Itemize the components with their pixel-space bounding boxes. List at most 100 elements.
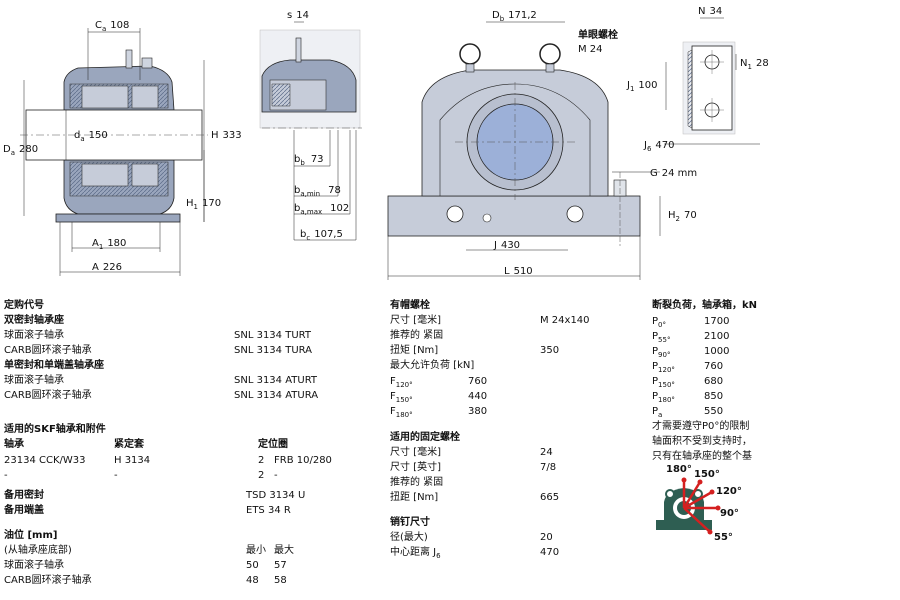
order-row-code: SNL 3134 TURA <box>234 345 313 356</box>
fix-size-mm-label: 尺寸 [毫米] <box>390 447 441 458</box>
angle-label: 55° <box>714 532 733 543</box>
breaking-load-sym: P120° <box>652 361 675 374</box>
max-load-label: 最大允许负荷 [kN] <box>390 360 475 371</box>
breaking-load-value: 760 <box>704 361 724 372</box>
oil-row-max: 57 <box>274 560 287 571</box>
note-line: 轴面积不受到支持时， <box>652 436 752 447</box>
skf-header-sleeve: 紧定套 <box>114 439 144 450</box>
oil-row-min: 50 <box>246 560 259 571</box>
skf-row-qty: 2 <box>258 470 265 481</box>
breaking-load-value: 1700 <box>704 316 730 327</box>
fix-recommended-label: 推荐的 紧固 <box>390 477 444 488</box>
order-row-code: SNL 3134 TURT <box>234 330 311 341</box>
size-label: 尺寸 [毫米] <box>390 315 441 326</box>
angle-label: 180° <box>666 464 692 475</box>
fix-size-in-value: 7/8 <box>540 462 557 473</box>
spare-seal-value: TSD 3134 U <box>246 490 306 501</box>
fix-torque-label: 扭距 [Nm] <box>390 492 439 503</box>
oil-row-label: CARB圆环滚子轴承 <box>4 575 92 586</box>
dowel-dia-label: 径(最大) <box>390 532 428 543</box>
order-row-code: SNL 3134 ATURA <box>234 390 319 401</box>
order-row-label: CARB圆环滚子轴承 <box>4 345 92 356</box>
breaking-load-value: 680 <box>704 376 724 387</box>
order-row-label: 球面滚子轴承 <box>4 330 64 341</box>
order-row-code: SNL 3134 ATURT <box>234 375 318 386</box>
double-seal-title: 双密封轴承座 <box>4 315 64 326</box>
skf-row-sleeve: - <box>114 470 118 481</box>
single-seal-title: 单密封和单端盖轴承座 <box>4 360 104 371</box>
oil-row-max: 58 <box>274 575 287 586</box>
size-value: M 24x140 <box>540 315 590 326</box>
load-value: 440 <box>468 391 488 402</box>
dowel-title: 销钉尺寸 <box>390 517 430 528</box>
arrow-150 <box>682 481 702 509</box>
skf-header-ring: 定位圈 <box>258 439 288 450</box>
spare-cap-label: 备用端盖 <box>4 505 44 516</box>
breaking-load-value: 1000 <box>704 346 730 357</box>
skf-row-bearing: 23134 CCK/W33 <box>4 455 86 466</box>
order-row-label: CARB圆环滚子轴承 <box>4 390 92 401</box>
dowel-dia-value: 20 <box>540 532 553 543</box>
breaking-load-value: 550 <box>704 406 724 417</box>
eyebolt-label: 单眼螺栓 <box>578 28 618 41</box>
spare-cap-value: ETS 34 R <box>246 505 291 516</box>
fix-torque-value: 665 <box>540 492 560 503</box>
arrow-120 <box>683 490 713 510</box>
cap-bolts-title: 有帽螺栓 <box>390 300 430 311</box>
torque-value: 350 <box>540 345 560 356</box>
breaking-load-sym: P180° <box>652 391 675 404</box>
breaking-load-value: 850 <box>704 391 724 402</box>
load-value: 380 <box>468 406 488 417</box>
note-line: 才需要遵守P0°的限制 <box>652 421 750 432</box>
oil-row-label: 球面滚子轴承 <box>4 560 64 571</box>
skf-row-bearing: - <box>4 470 8 481</box>
oil-max-header: 最大 <box>274 545 294 556</box>
skf-row-ring: - <box>274 470 278 481</box>
angle-label: 120° <box>716 486 742 497</box>
angle-label: 150° <box>694 469 720 480</box>
skf-row-ring: FRB 10/280 <box>274 455 332 466</box>
breaking-load-sym: P0° <box>652 316 666 329</box>
breaking-load-sym: P90° <box>652 346 671 359</box>
skf-row-qty: 2 <box>258 455 265 466</box>
spare-seal-label: 备用密封 <box>4 490 44 501</box>
fix-bolts-title: 适用的固定螺栓 <box>390 432 460 443</box>
oil-min-header: 最小 <box>246 545 266 556</box>
fix-size-in-label: 尺寸 [英寸] <box>390 462 441 473</box>
oil-title: 油位 [mm] <box>4 530 58 541</box>
load-value: 760 <box>468 376 488 387</box>
order-row-label: 球面滚子轴承 <box>4 375 64 386</box>
load-sym: F120° <box>390 376 413 389</box>
oil-row-min: 48 <box>246 575 259 586</box>
dowel-dist-label: 中心距离 J6 <box>390 547 441 560</box>
skf-header-bearing: 轴承 <box>4 439 24 450</box>
load-sym: F180° <box>390 406 413 419</box>
eyebolt-size: M 24 <box>578 44 603 55</box>
skf-title: 适用的SKF轴承和附件 <box>4 424 106 435</box>
arrow-55 <box>683 507 711 533</box>
